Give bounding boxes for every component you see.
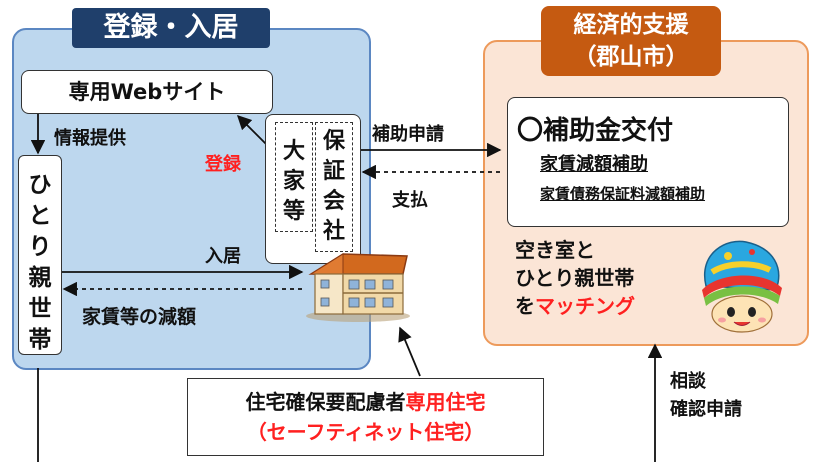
guarantor-char: 社	[322, 219, 345, 244]
rent-reduction-subsidy: 家賃減額補助	[540, 154, 648, 175]
matching-text: 空き室と ひとり親世帯 をマッチング	[515, 236, 635, 320]
mascot-icon	[702, 240, 782, 333]
subsidy-box	[507, 97, 789, 227]
guarantor-label: 保 証 会 社	[315, 122, 353, 252]
housing-prefix: 住宅確保要配慮者	[245, 390, 406, 414]
info-label: 情報提供	[54, 128, 126, 149]
matching-highlight: マッチング	[535, 294, 635, 318]
matching-prefix: を	[515, 294, 535, 318]
housing-line1: 住宅確保要配慮者専用住宅	[188, 387, 543, 417]
matching-line1: 空き室と	[515, 238, 595, 262]
single-parent-char: り	[28, 234, 52, 260]
guarantee-fee-subsidy: 家賃債務保証料減額補助	[540, 185, 706, 203]
matching-line2: ひとり親世帯	[515, 266, 635, 290]
single-parent-char: ひ	[28, 172, 52, 198]
consult-label: 相談 確認申請	[670, 368, 742, 424]
consult-line1: 相談	[670, 371, 706, 392]
single-parent-char: 世	[28, 296, 52, 322]
landlord-char: 大	[282, 139, 305, 164]
guarantor-char: 保	[322, 129, 345, 154]
economic-support-title-line2: （郡山市）	[573, 44, 689, 70]
landlord-char: 家	[282, 169, 305, 194]
single-parent-char: と	[28, 203, 52, 229]
website-box: 専用Webサイト	[21, 70, 273, 114]
single-parent-char: 親	[28, 265, 52, 291]
landlord-char: 等	[282, 199, 305, 224]
registration-title: 登録・入居	[72, 8, 270, 48]
guarantor-char: 証	[322, 159, 345, 184]
housing-line2: （セーフティネット住宅）	[246, 420, 485, 444]
single-parent-char: 帯	[28, 327, 52, 353]
house-icon	[306, 253, 410, 322]
move-in-label: 入居	[205, 246, 241, 267]
housing-highlight: 専用住宅	[405, 390, 486, 414]
single-parent-household-box: ひ と り 親 世 帯	[18, 155, 62, 355]
economic-support-title-line1: 経済的支援	[573, 12, 689, 38]
payment-label: 支払	[392, 190, 428, 211]
landlord-label: 大 家 等	[275, 122, 313, 232]
rent-reduction-label: 家賃等の減額	[82, 306, 197, 328]
subsidy-title: 〇補助金交付	[517, 116, 674, 146]
register-label: 登録	[205, 154, 241, 175]
consult-line2: 確認申請	[670, 399, 742, 420]
guarantor-char: 会	[322, 189, 345, 214]
subsidy-apply-label: 補助申請	[372, 124, 444, 145]
economic-support-title: 経済的支援 （郡山市）	[541, 6, 721, 76]
housing-arrow	[398, 326, 421, 377]
safety-net-housing-box: 住宅確保要配慮者専用住宅 （セーフティネット住宅）	[187, 378, 544, 456]
matching-line3: をマッチング	[515, 292, 635, 320]
